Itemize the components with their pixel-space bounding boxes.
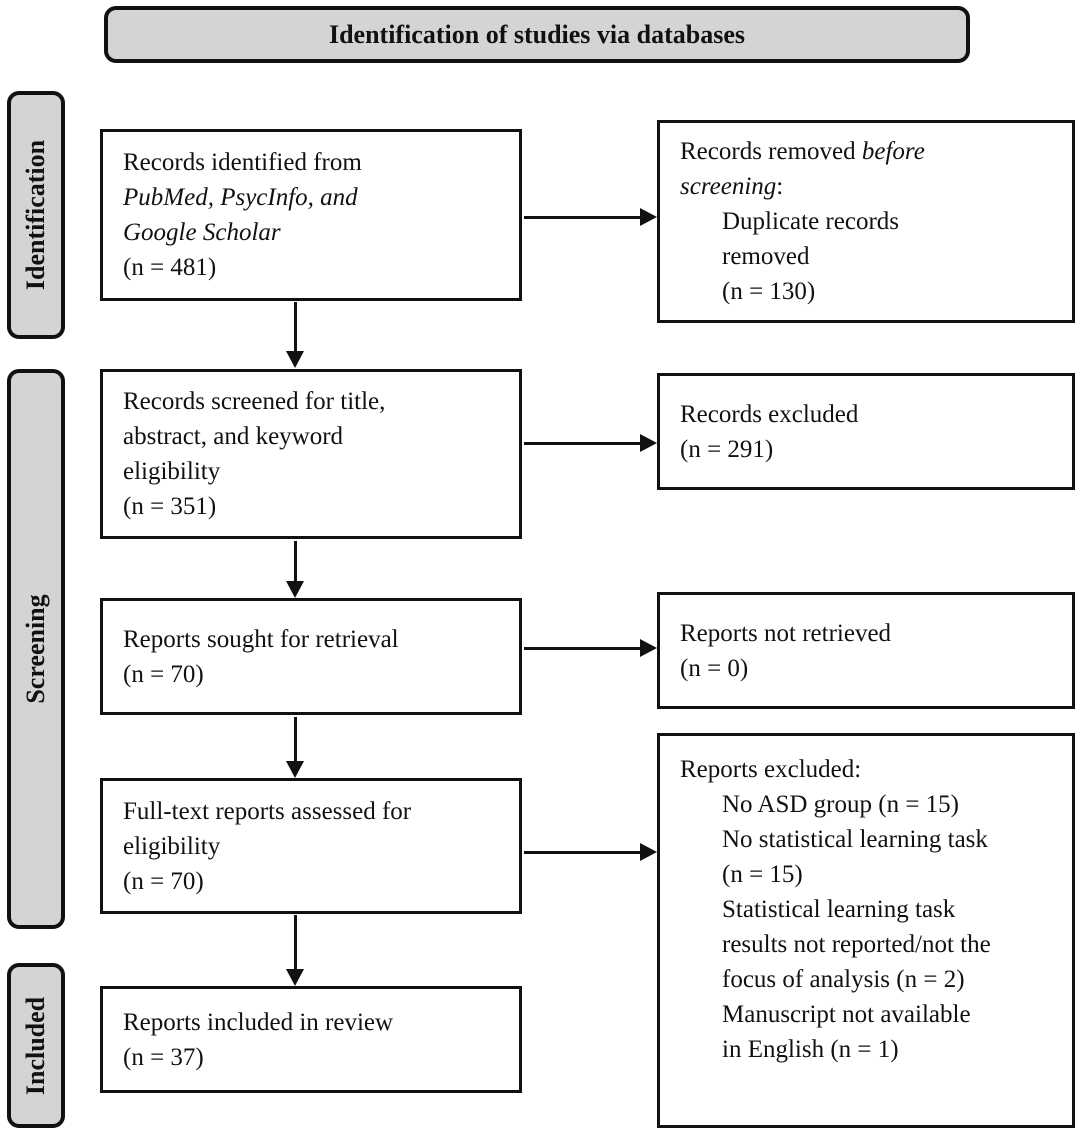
arrow-shaft (524, 442, 640, 445)
arrowhead-down-icon (286, 351, 304, 368)
box-text-line: Records excluded (680, 400, 859, 428)
box-text-line-sources: Google Scholar (123, 219, 281, 246)
box-count: (n = 481) (123, 254, 217, 281)
arrow-down-screened-to-sought (286, 541, 304, 598)
stage-label-included-text: Included (21, 996, 50, 1095)
box-subitem-line: Duplicate records (722, 208, 900, 235)
stage-label-screening: Screening (7, 369, 65, 929)
box-text-line: Reports included in review (123, 1008, 394, 1036)
arrow-down-sought-to-fulltext (286, 717, 304, 778)
box-text-segment-italic: before (861, 138, 925, 165)
box-records-removed: Records removed before screening: Duplic… (657, 120, 1075, 323)
box-subitem-line: Statistical learning task (722, 896, 956, 923)
arrow-shaft (294, 717, 297, 761)
arrow-shaft (294, 915, 297, 969)
box-subitem-line: No ASD group (n = 15) (722, 791, 960, 818)
diagram-header: Identification of studies via databases (104, 6, 970, 63)
arrow-shaft (524, 216, 640, 219)
box-text-line: eligibility (123, 832, 221, 860)
box-reports-included: Reports included in review (n = 37) (100, 986, 522, 1093)
box-text-line: Reports not retrieved (680, 619, 892, 647)
box-text-line-sources: PubMed, PsycInfo, and (123, 184, 358, 211)
box-subitem-line: removed (722, 243, 810, 270)
arrow-shaft (294, 302, 297, 351)
arrowhead-down-icon (286, 761, 304, 778)
stage-label-screening-text: Screening (21, 594, 50, 704)
box-subitem-count: (n = 15) (722, 861, 803, 888)
arrow-right-sought-to-notretrieved (524, 639, 657, 657)
box-reports-sought: Reports sought for retrieval (n = 70) (100, 598, 522, 715)
box-text-segment-italic: screening (680, 173, 777, 200)
arrowhead-down-icon (286, 581, 304, 598)
arrow-right-fulltext-to-excluded (524, 843, 657, 861)
box-text-line: screening: (680, 169, 1062, 204)
arrow-shaft (294, 541, 297, 581)
box-records-excluded: Records excluded (n = 291) (657, 373, 1075, 490)
arrow-right-identified-to-removed (524, 208, 657, 226)
box-text-segment: : (776, 173, 784, 200)
arrow-down-identified-to-screened (286, 302, 304, 368)
box-records-screened: Records screened for title, abstract, an… (100, 369, 522, 539)
box-subitem-line: No statistical learning task (722, 826, 988, 853)
box-title-line: Reports excluded: (680, 756, 862, 783)
box-reports-excluded: Reports excluded: No ASD group (n = 15) … (657, 733, 1075, 1128)
box-text-line: abstract, and keyword (123, 423, 344, 450)
arrow-down-fulltext-to-included (286, 915, 304, 986)
box-text-line: Records screened for title, (123, 388, 386, 415)
box-subitem-line: Manuscript not available (722, 1001, 971, 1028)
arrow-right-screened-to-excluded (524, 434, 657, 452)
box-subitem-count: (n = 130) (722, 278, 816, 305)
arrow-shaft (524, 851, 640, 854)
box-fulltext-assessed: Full-text reports assessed for eligibili… (100, 778, 522, 914)
stage-label-identification-text: Identification (21, 139, 50, 291)
box-subitem-line: results not reported/not the (722, 931, 991, 958)
arrowhead-right-icon (640, 639, 657, 657)
box-subitem-count: in English (n = 1) (722, 1036, 899, 1063)
box-count: (n = 0) (680, 654, 749, 682)
box-text-line: Reports sought for retrieval (123, 625, 399, 653)
box-records-identified: Records identified from PubMed, PsycInfo… (100, 129, 522, 301)
box-count: (n = 70) (123, 867, 204, 895)
box-count: (n = 70) (123, 660, 204, 688)
box-count: (n = 37) (123, 1043, 204, 1071)
diagram-title: Identification of studies via databases (328, 19, 746, 49)
box-reports-not-retrieved: Reports not retrieved (n = 0) (657, 592, 1075, 709)
arrowhead-right-icon (640, 208, 657, 226)
box-count: (n = 291) (680, 435, 774, 463)
stage-label-identification: Identification (7, 91, 65, 339)
box-subitem-count: focus of analysis (n = 2) (722, 966, 965, 993)
box-text-line: Full-text reports assessed for (123, 797, 412, 825)
box-text-line: Records identified from (123, 149, 362, 176)
box-text-line: eligibility (123, 458, 221, 485)
box-text-segment: Records removed (680, 138, 856, 165)
box-count: (n = 351) (123, 493, 217, 520)
arrow-shaft (524, 647, 640, 650)
arrowhead-down-icon (286, 969, 304, 986)
box-text-line: Records removed before (680, 134, 1062, 169)
stage-label-included: Included (7, 963, 65, 1128)
arrowhead-right-icon (640, 843, 657, 861)
arrowhead-right-icon (640, 434, 657, 452)
